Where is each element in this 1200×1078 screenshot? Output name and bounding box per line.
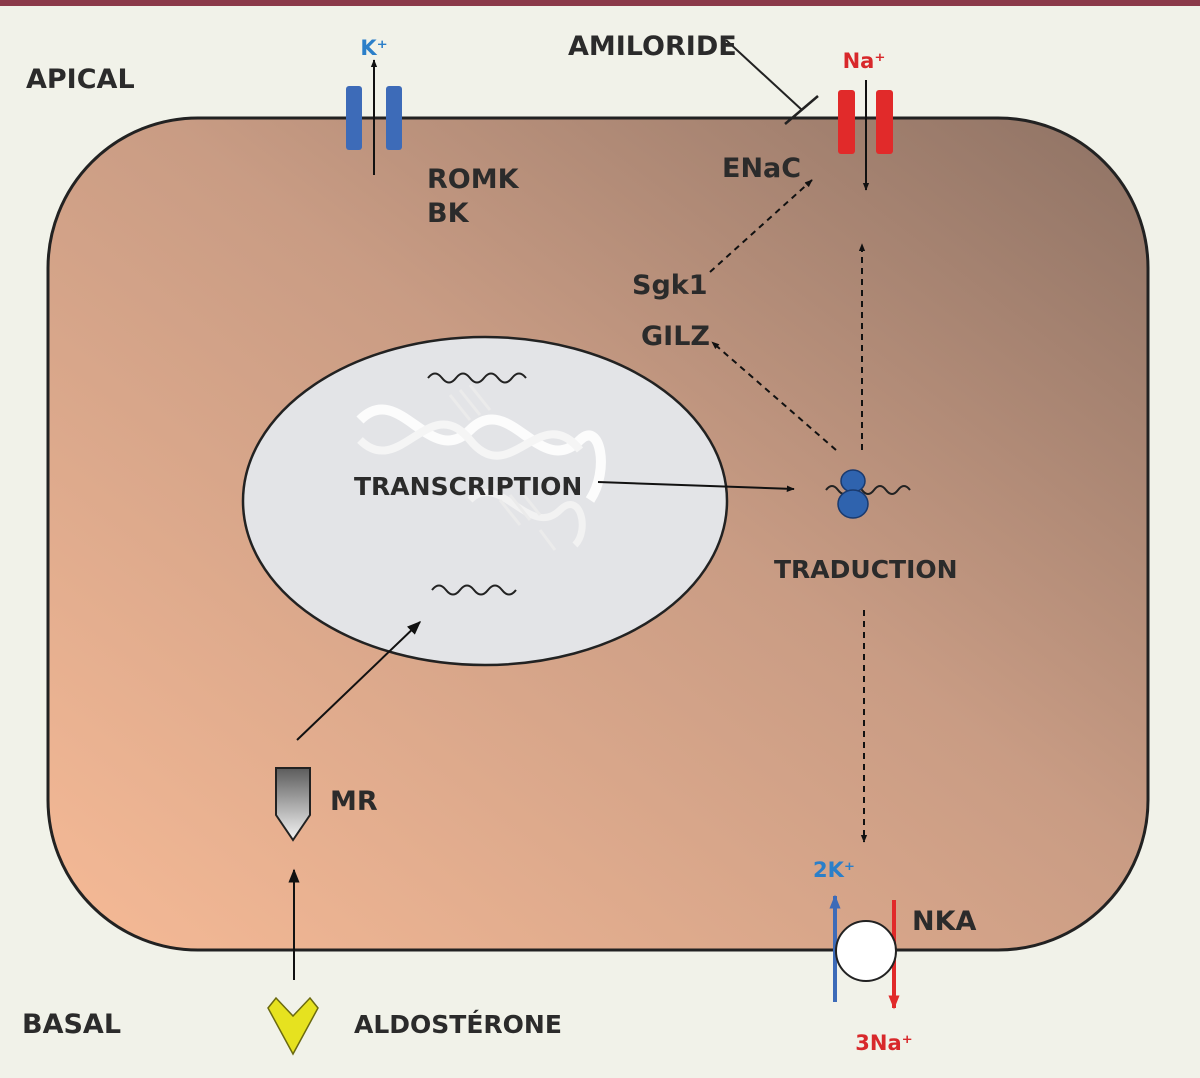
mr-receptor-icon [275,767,311,842]
na-ion-apical: Na⁺ [843,49,886,73]
amiloride-label: AMILORIDE [568,31,737,62]
ribosome-icon [837,469,869,519]
romk-label: ROMK [427,164,520,195]
mrna-strand-lower [431,584,517,596]
apical-label: APICAL [26,64,135,95]
gilz-label: GILZ [641,321,710,352]
enac-channel [838,90,893,154]
k-ion-apical: K⁺ [360,36,387,60]
traduction-label: TRADUCTION [774,555,958,584]
sgk1-label: Sgk1 [632,270,708,301]
nucleus [241,335,729,667]
enac-label: ENaC [722,153,801,184]
transcription-to-translation-arrow [597,481,795,492]
basal-label: BASAL [22,1009,121,1040]
mr-label: MR [330,786,378,817]
translation-to-gilz-arrow [711,341,837,451]
nka-label: NKA [912,906,977,937]
k-ion-basal: 2K⁺ [813,858,855,882]
aldosterone-label: ALDOSTÉRONE [354,1010,562,1039]
bk-label: BK [427,198,470,229]
dna-helix-icon [356,384,606,551]
transcription-label: TRANSCRIPTION [354,472,582,501]
mrna-strand-upper [427,372,527,384]
mr-to-nucleus-arrow [296,621,422,741]
nka-pump-icon [835,920,897,982]
inhibition-bar [784,95,819,125]
sgk1-to-enac-arrow [709,179,813,273]
top-border [0,0,1200,6]
na-ion-basal: 3Na⁺ [855,1031,912,1055]
ribosome-mrna [825,485,911,495]
amiloride-inhibition-line [725,39,803,111]
aldosterone-molecule-icon [267,996,319,1056]
romk-bk-channel [346,86,402,150]
